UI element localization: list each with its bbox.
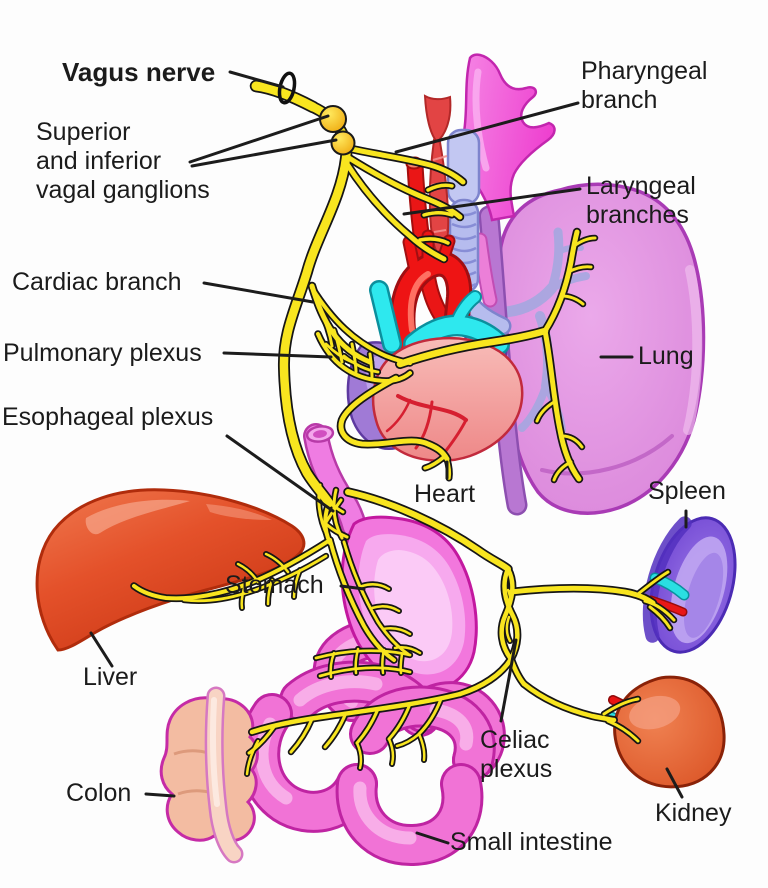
label-line: Laryngeal: [586, 172, 696, 200]
label-pharyngeal-branch: Pharyngeal branch: [581, 57, 707, 115]
pointer-lines: [89, 70, 688, 845]
label-cardiac-branch: Cardiac branch: [12, 268, 182, 296]
label-small-intestine: Small intestine: [450, 828, 613, 856]
coronary-arteries: [385, 394, 468, 454]
label-colon: Colon: [66, 779, 132, 807]
liver-shape: [35, 488, 306, 652]
label-liver: Liver: [83, 663, 138, 691]
colon-shape: [159, 686, 259, 864]
label-kidney: Kidney: [655, 799, 732, 827]
label-line: branches: [586, 201, 689, 229]
label-laryngeal-branches: Laryngeal branches: [586, 172, 696, 230]
label-line: plexus: [480, 755, 553, 783]
label-vagal-ganglions: Superior and inferior vagal ganglions: [36, 118, 210, 205]
vagal-ganglia: [319, 105, 356, 156]
label-line: Celiac: [480, 726, 550, 754]
label-heart: Heart: [414, 480, 476, 508]
label-line: vagal ganglions: [36, 176, 210, 204]
aorta-shape: [389, 229, 473, 351]
label-esophageal-plexus: Esophageal plexus: [2, 403, 214, 431]
label-pulmonary-plexus: Pulmonary plexus: [3, 339, 202, 367]
label-line: branch: [581, 86, 658, 114]
appendix-shape: [204, 686, 244, 864]
label-line: and inferior: [36, 147, 162, 175]
label-vagus-nerve: Vagus nerve: [62, 57, 216, 87]
label-stomach: Stomach: [225, 571, 324, 599]
label-celiac-plexus: Celiac plexus: [480, 726, 552, 784]
label-line: Superior: [36, 118, 131, 146]
label-lung: Lung: [638, 342, 694, 370]
label-spleen: Spleen: [648, 477, 726, 505]
label-line: Pharyngeal: [581, 57, 708, 85]
